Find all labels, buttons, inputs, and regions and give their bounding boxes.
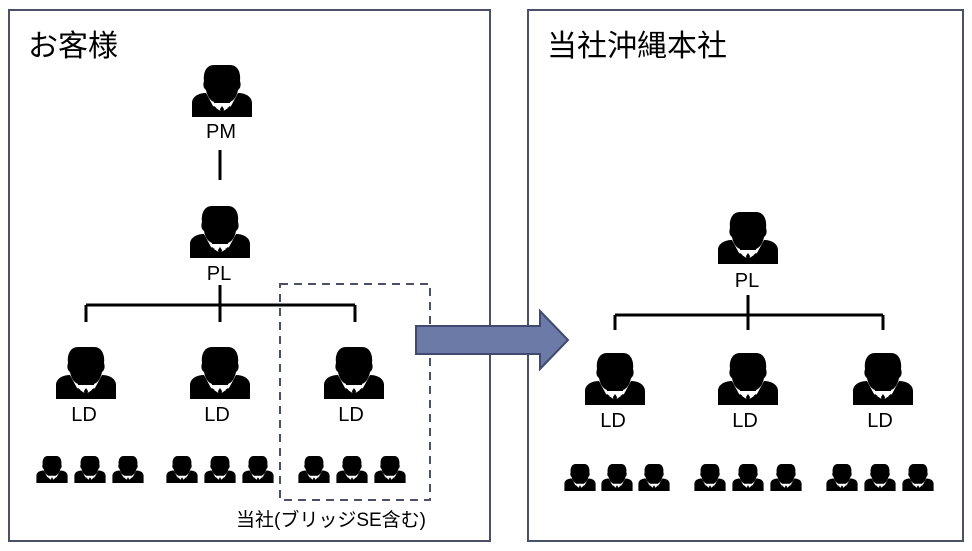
okinawa-ld-label: LD bbox=[867, 410, 893, 432]
ld-person-icon bbox=[324, 347, 384, 399]
okinawa-pl-person-icon bbox=[718, 212, 778, 264]
ld-label: LD bbox=[338, 404, 364, 426]
pl-label: PL bbox=[206, 263, 232, 285]
okinawa-ld-person-icon bbox=[853, 353, 913, 405]
member-person-icon bbox=[204, 455, 236, 483]
member-person-icon bbox=[74, 455, 106, 483]
member-person-icon bbox=[298, 455, 330, 483]
ld-person-icon bbox=[56, 347, 116, 399]
member-person-icon bbox=[374, 455, 406, 483]
ld-label: LD bbox=[71, 404, 97, 426]
ld-label: LD bbox=[204, 404, 230, 426]
pl-person-icon bbox=[190, 206, 250, 258]
okinawa-ld-person-icon bbox=[585, 353, 645, 405]
okinawa-ld-person-icon bbox=[718, 353, 778, 405]
okinawa-hq-panel-title: 当社沖縄本社 bbox=[547, 30, 727, 63]
member-person-icon bbox=[36, 455, 68, 483]
ld-person-icon bbox=[190, 347, 250, 399]
member-person-icon bbox=[564, 463, 596, 491]
member-person-icon bbox=[864, 463, 896, 491]
member-person-icon bbox=[694, 463, 726, 491]
member-person-icon bbox=[638, 463, 670, 491]
customer-panel-title: お客様 bbox=[28, 30, 118, 63]
member-person-icon bbox=[242, 455, 274, 483]
member-person-icon bbox=[601, 463, 633, 491]
okinawa-ld-label: LD bbox=[600, 410, 626, 432]
customer-connectors bbox=[84, 150, 357, 322]
bridge-se-caption: 当社(ブリッジSE含む) bbox=[236, 510, 427, 531]
member-person-icon bbox=[770, 463, 802, 491]
member-person-icon bbox=[112, 455, 144, 483]
okinawa-hq-panel: 当社沖縄本社 bbox=[527, 9, 964, 542]
member-person-icon bbox=[732, 463, 764, 491]
right-arrow-icon bbox=[415, 308, 570, 372]
member-person-icon bbox=[336, 455, 368, 483]
okinawa-team-members bbox=[564, 463, 934, 491]
bridge-se-group-box bbox=[279, 283, 431, 501]
customer-team-members bbox=[36, 455, 406, 483]
okinawa-ld-label: LD bbox=[732, 410, 758, 432]
member-person-icon bbox=[826, 463, 858, 491]
okinawa-connectors bbox=[613, 295, 885, 330]
pm-label: PM bbox=[206, 121, 236, 143]
member-person-icon bbox=[902, 463, 934, 491]
member-person-icon bbox=[166, 455, 198, 483]
okinawa-pl-label: PL bbox=[734, 270, 760, 292]
pm-person-icon bbox=[192, 65, 252, 117]
